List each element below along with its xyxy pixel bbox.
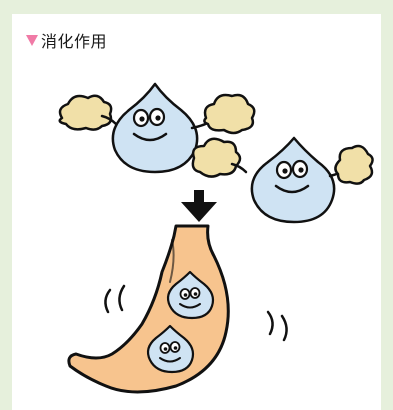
down-arrow-icon <box>181 190 217 222</box>
water-drop-character-2 <box>193 138 373 222</box>
bread-chunk-icon <box>204 95 254 133</box>
bread-chunk-icon <box>193 139 240 177</box>
motion-lines-left-icon <box>105 286 124 312</box>
motion-lines-right-icon <box>268 312 287 340</box>
bread-chunk-icon <box>335 146 372 184</box>
bread-chunk-icon <box>60 96 111 130</box>
